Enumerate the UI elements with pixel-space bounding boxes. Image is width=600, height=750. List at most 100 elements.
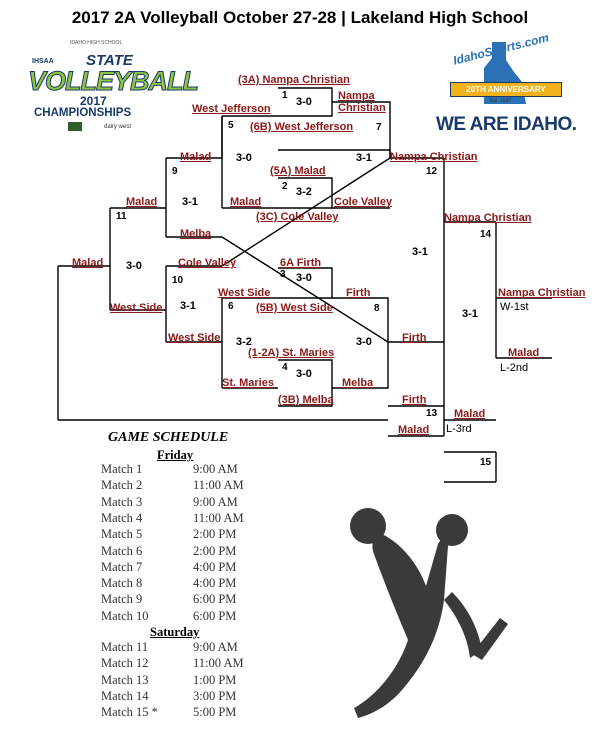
logo-championships-text: CHAMPIONSHIPS — [34, 107, 132, 119]
schedule-time: 4:00 PM — [193, 559, 237, 574]
ihsaa-text: IHSAA — [32, 58, 54, 65]
logo-year-text: 2017 — [80, 94, 107, 108]
schedule-match: Match 8 — [101, 576, 143, 591]
m12-score: 3-1 — [412, 246, 428, 258]
m13-team-b: Malad — [398, 424, 430, 436]
schedule-match: Match 9 — [101, 592, 143, 607]
schedule-row: Match 14 3:00 PM — [101, 688, 236, 704]
m2-score: 3-2 — [296, 186, 312, 198]
m9-team-a: Malad — [180, 151, 212, 163]
m5-team-a: West Jefferson — [192, 103, 271, 115]
match-7-number: 7 — [376, 122, 382, 133]
schedule-match: Match 2 — [101, 478, 143, 493]
schedule-row: Match 10 6:00 PM — [101, 608, 236, 624]
volleyball-player-icon — [350, 508, 508, 718]
m10-team-b: West Side — [110, 302, 163, 314]
m8-winner: Firth — [402, 332, 427, 344]
match-5-number: 5 — [228, 120, 234, 131]
saturday-heading: Saturday — [150, 625, 200, 639]
champion-team: Nampa Christian — [498, 287, 586, 299]
m3-score: 3-0 — [296, 272, 312, 284]
m7-score: 3-1 — [356, 152, 372, 164]
schedule-row: Match 7 4:00 PM — [101, 559, 236, 575]
schedule-row: Match 11 9:00 AM — [101, 640, 238, 655]
schedule-time: 2:00 PM — [193, 527, 237, 542]
m9-score: 3-1 — [182, 196, 198, 208]
friday-heading: Friday — [157, 448, 194, 462]
match-11-number: 11 — [116, 211, 127, 222]
m1-score: 3-0 — [296, 96, 312, 108]
logo-slogan-text: WE ARE IDAHO. — [436, 114, 577, 135]
schedule-match: Match 13 — [101, 672, 149, 687]
m14-team-a: Nampa Christian — [444, 212, 532, 224]
m3-seed-a: 6A Firth — [280, 257, 322, 269]
m2-team-r: Cole Valley — [334, 196, 393, 208]
schedule-time: 11:00 AM — [193, 656, 244, 671]
logo-small-text: IDAHO HIGH SCHOOL — [70, 40, 123, 46]
schedule-time: 9:00 AM — [193, 640, 238, 654]
m2-seed-b: (3C) Cole Valley — [256, 211, 339, 223]
m3-seed-b: (5B) West Side — [256, 302, 333, 314]
m6-team-a: West Side — [218, 287, 271, 299]
schedule-title: GAME SCHEDULE — [108, 430, 229, 445]
match-1-number: 1 — [282, 90, 288, 101]
match-4-number: 4 — [282, 362, 288, 373]
match-8-number: 8 — [374, 303, 380, 314]
schedule-time: 6:00 PM — [193, 608, 237, 623]
match-6-number: 6 — [228, 301, 234, 312]
match-12-number: 12 — [426, 166, 438, 177]
match-15-number: 15 — [480, 457, 492, 468]
schedule-time: 9:00 AM — [193, 494, 238, 509]
schedule-time: 4:00 PM — [193, 576, 237, 591]
match-9-number: 9 — [172, 166, 178, 177]
schedule-time: 3:00 PM — [193, 688, 237, 703]
m6-score: 3-2 — [236, 336, 252, 348]
m4-seed-a: (1-2A) St. Maries — [248, 347, 335, 359]
schedule-row: Match 8 4:00 PM — [101, 576, 236, 591]
m14-score: 3-1 — [462, 308, 478, 320]
page-title: 2017 2A Volleyball October 27-28 | Lakel… — [71, 8, 529, 27]
m1-team-b: Nampa Christian — [338, 90, 386, 114]
schedule-match: Match 7 — [101, 559, 143, 574]
m5-score: 3-0 — [236, 152, 252, 164]
logo-state-text: STATE — [86, 52, 133, 69]
m1-seed-a: (3A) Nampa Christian — [238, 74, 350, 86]
schedule-match: Match 11 — [101, 640, 149, 654]
m10-score: 3-1 — [180, 300, 196, 312]
schedule-match: Match 5 — [101, 527, 143, 542]
second-place-team: Malad — [508, 347, 540, 359]
schedule-time: 6:00 PM — [193, 592, 237, 607]
schedule-match: Match 3 — [101, 494, 143, 509]
m2-seed-a: (5A) Malad — [270, 165, 326, 177]
schedule-match: Match 15 * — [101, 705, 158, 720]
logo-volleyball-text: VOLLEYBALL — [28, 66, 200, 97]
m5-seed-b: (6B) West Jefferson — [250, 121, 354, 133]
sponsor-text: dairy west — [104, 124, 132, 130]
match-14-number: 14 — [480, 229, 492, 240]
anniversary-ribbon: 20TH ANNIVERSARY — [450, 82, 562, 97]
m4-team-r: Melba — [342, 377, 374, 389]
champion-label: W-1st — [500, 301, 529, 313]
schedule-match: Match 4 — [101, 510, 143, 525]
m6-team-b: West Side — [168, 332, 221, 344]
final-score: 3-0 — [126, 260, 142, 272]
m7-winner: Nampa Christian — [390, 151, 478, 163]
schedule-match: Match 6 — [101, 543, 143, 558]
schedule-match: Match 14 — [101, 688, 149, 703]
idahosports-logo: IdahoSports.com 20TH ANNIVERSARY Est. 19… — [430, 30, 580, 138]
schedule-match: Match 10 — [101, 608, 149, 623]
schedule-time: 9:00 AM — [193, 462, 238, 476]
match-13-number: 13 — [426, 408, 438, 419]
sponsor-badge-icon — [68, 122, 82, 131]
schedule-row: Match 5 2:00 PM — [101, 527, 236, 542]
m10-team-a: Cole Valley — [178, 257, 237, 269]
match-10-number: 10 — [172, 275, 184, 286]
m13-team-c: Malad — [454, 408, 486, 420]
second-place-label: L-2nd — [500, 362, 529, 374]
